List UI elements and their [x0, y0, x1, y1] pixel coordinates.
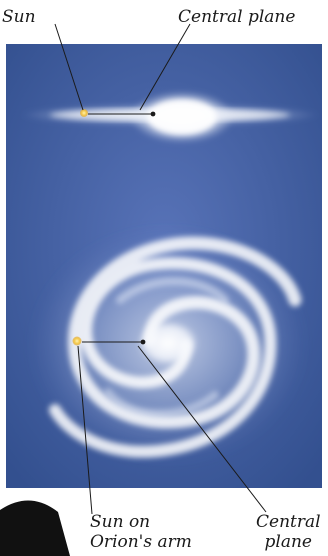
central-plane-leader-line: [139, 23, 191, 111]
center-dot-edge: [150, 111, 156, 117]
sun-on-orion-arm-line2: Orion's arm: [90, 532, 192, 552]
sun-marker-edge: [80, 109, 88, 117]
central-plane-face-line1: Central: [256, 512, 321, 532]
central-plane2-leader-line: [137, 345, 267, 513]
center-dot-face: [140, 339, 146, 345]
sun-marker-face: [72, 336, 82, 346]
orion-arm-leader-line: [77, 345, 93, 515]
central-plane-face-label: Central plane: [256, 512, 321, 552]
sun-on-orion-arm-line1: Sun on: [90, 512, 151, 532]
face-on-galaxy: [30, 227, 306, 463]
edge-on-galaxy: [20, 91, 320, 143]
sun-on-orion-arm-label: Sun on Orion's arm: [90, 512, 192, 552]
sun-leader-line: [54, 23, 84, 111]
sun-label: Sun: [2, 7, 36, 27]
corner-shadow: [0, 500, 70, 556]
central-plane-label: Central plane: [178, 7, 296, 27]
central-plane-face-line2: plane: [264, 532, 312, 552]
